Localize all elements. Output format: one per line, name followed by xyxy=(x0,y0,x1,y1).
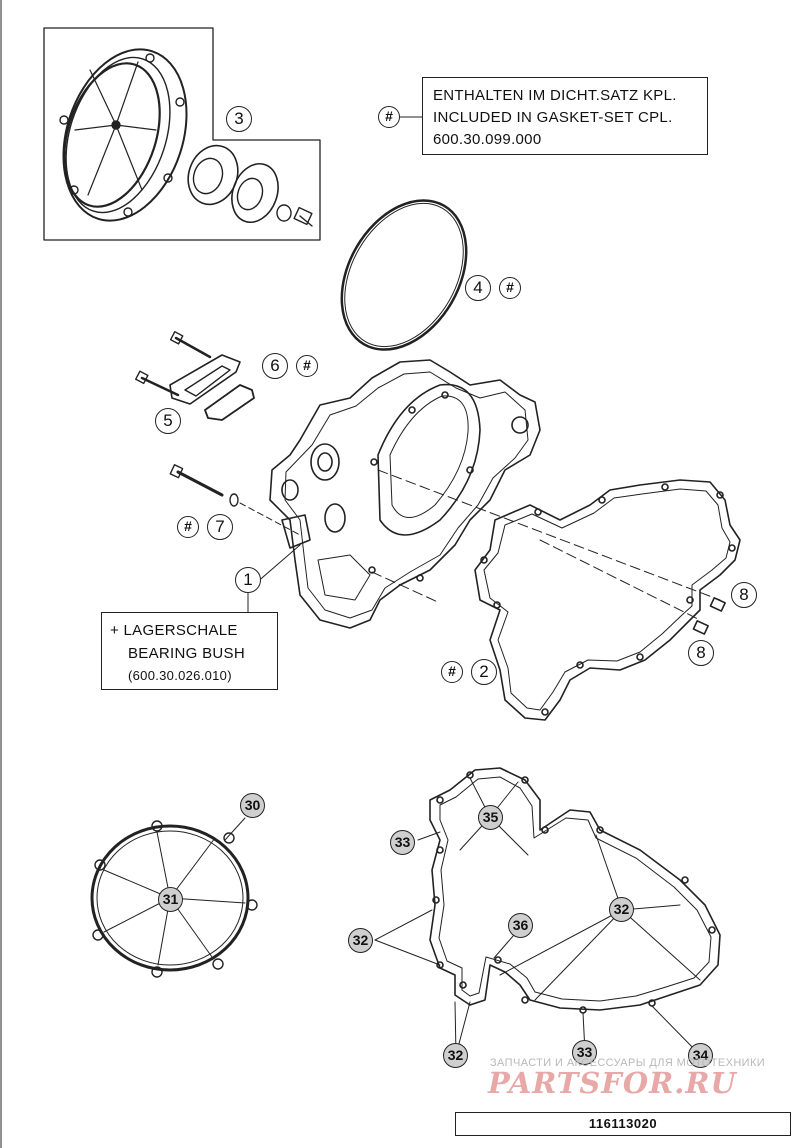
callout-3: 3 xyxy=(226,106,252,132)
watermark-tagline: ЗАПЧАСТИ И АКСЕССУАРЫ ДЛЯ МОТОТЕХНИКИ xyxy=(490,1057,766,1069)
callout-6: 6 xyxy=(262,353,288,379)
callout-31: 31 xyxy=(158,887,183,912)
cover-gasket xyxy=(474,479,741,721)
callout-32-left: 32 xyxy=(348,928,373,953)
callout-7: 7 xyxy=(207,514,233,540)
callout-33-left: 33 xyxy=(390,830,415,855)
clutch-cover-inset xyxy=(43,27,321,241)
hash-mark-7: # xyxy=(177,516,199,538)
bearing-bush-note-line-1: + LAGERSCHALE xyxy=(110,622,238,639)
gasket-set-note-line-3: 600.30.099.000 xyxy=(433,131,542,148)
callout-4: 4 xyxy=(465,275,491,301)
gasket-set-symbol: # xyxy=(378,106,400,128)
diagram-id: 116113020 xyxy=(588,1116,658,1131)
callout-30: 30 xyxy=(240,793,265,818)
callout-32-right: 32 xyxy=(609,897,634,922)
callout-5: 5 xyxy=(155,408,181,434)
hash-mark-2: # xyxy=(441,661,463,683)
callout-8-upper: 8 xyxy=(731,582,757,608)
o-ring xyxy=(340,199,468,351)
callout-34: 34 xyxy=(688,1043,713,1068)
hash-mark-6: # xyxy=(296,355,318,377)
gasket-set-note-line-1: ENTHALTEN IM DICHT.SATZ KPL. xyxy=(433,87,677,104)
gasket-set-note: ENTHALTEN IM DICHT.SATZ KPL. INCLUDED IN… xyxy=(422,77,708,155)
hash-mark-4: # xyxy=(499,277,521,299)
callout-33-bottom: 33 xyxy=(572,1040,597,1065)
callout-1: 1 xyxy=(235,567,261,593)
callout-35: 35 xyxy=(478,805,503,830)
callout-36: 36 xyxy=(508,913,533,938)
callout-32-bottom: 32 xyxy=(443,1043,468,1068)
ignition-cover xyxy=(269,359,541,629)
bearing-bush-note: + LAGERSCHALE BEARING BUSH (600.30.026.0… xyxy=(101,612,278,690)
gasket-set-note-line-2: INCLUDED IN GASKET-SET CPL. xyxy=(433,109,673,126)
watermark-logo: PARTSFOR.RU xyxy=(488,1066,737,1100)
callout-2: 2 xyxy=(471,659,497,685)
ignition-cover-gasket xyxy=(374,767,721,1056)
bearing-bush-note-line-3: (600.30.026.010) xyxy=(128,668,232,683)
callout-8-lower: 8 xyxy=(688,640,714,666)
small-cover-group xyxy=(135,331,255,421)
diagram-id-box: 116113020 xyxy=(455,1112,791,1136)
bearing-bush-note-line-2: BEARING BUSH xyxy=(128,645,245,662)
bolt-7 xyxy=(169,464,301,536)
clutch-cover-gasket xyxy=(90,817,258,978)
